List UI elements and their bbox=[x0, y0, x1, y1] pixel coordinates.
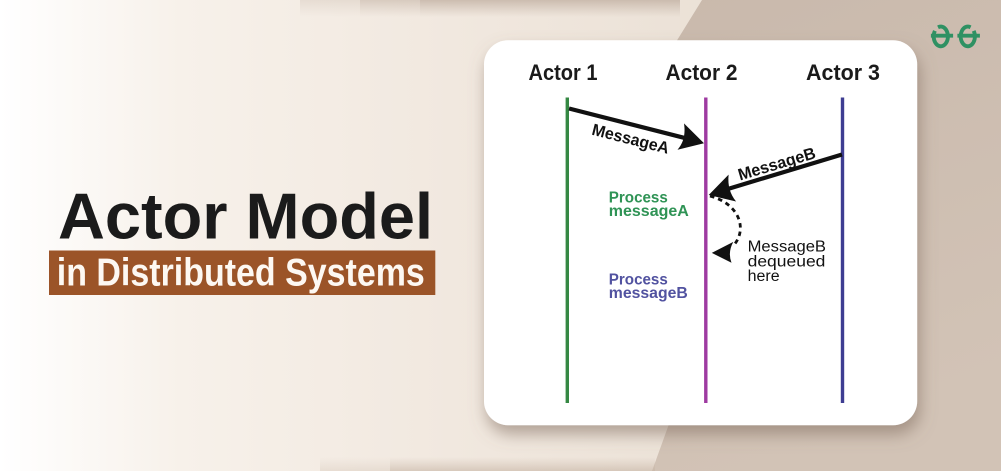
svg-text:messageB: messageB bbox=[609, 285, 688, 302]
svg-text:Process: Process bbox=[609, 190, 668, 207]
svg-text:in Distributed Systems: in Distributed Systems bbox=[57, 252, 425, 295]
svg-text:here: here bbox=[748, 268, 780, 285]
svg-text:dequeued: dequeued bbox=[748, 254, 826, 271]
svg-text:Actor 3: Actor 3 bbox=[806, 60, 880, 85]
svg-text:Actor Model: Actor Model bbox=[58, 181, 433, 253]
svg-text:MessageB: MessageB bbox=[748, 239, 826, 256]
svg-text:Actor 1: Actor 1 bbox=[529, 60, 598, 85]
svg-text:Actor 2: Actor 2 bbox=[666, 60, 738, 85]
svg-text:Process: Process bbox=[609, 272, 668, 289]
svg-text:messageA: messageA bbox=[609, 203, 689, 220]
